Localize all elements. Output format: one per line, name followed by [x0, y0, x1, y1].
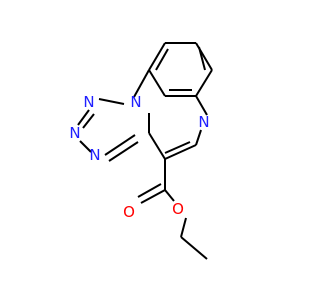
bond	[140, 189, 166, 204]
bond	[148, 69, 166, 97]
bond	[164, 141, 191, 154]
molecule-structure: N N N N N O O	[69, 42, 213, 260]
atom-label-n: N	[69, 124, 80, 142]
bond	[98, 98, 125, 105]
pyrazine-ring	[133, 69, 208, 160]
atom-label-n: N	[83, 93, 94, 111]
bond	[133, 69, 150, 98]
bond	[180, 236, 208, 260]
atom-label-o: O	[123, 203, 135, 221]
atom-label-o: O	[172, 200, 184, 218]
bond	[155, 48, 169, 71]
bond	[137, 183, 162, 198]
bond	[195, 129, 202, 146]
bond	[164, 189, 175, 202]
bond	[148, 132, 166, 160]
atom-label-n: N	[130, 93, 141, 111]
bond	[79, 140, 92, 153]
atom-label-n: N	[198, 113, 209, 131]
molecule-canvas: N N N N N O O	[69, 42, 213, 260]
tetrazole-ring	[77, 98, 139, 162]
bond	[180, 217, 187, 238]
bond	[104, 134, 136, 156]
bond	[195, 69, 213, 97]
bond	[148, 42, 166, 71]
bond	[198, 46, 206, 71]
bond	[77, 109, 90, 126]
atom-label-n: N	[89, 146, 100, 164]
bond	[82, 113, 95, 129]
bond	[108, 141, 139, 162]
bond	[164, 144, 197, 160]
benzene-ring	[148, 42, 213, 97]
bond	[195, 95, 208, 116]
ester-group	[137, 159, 208, 260]
